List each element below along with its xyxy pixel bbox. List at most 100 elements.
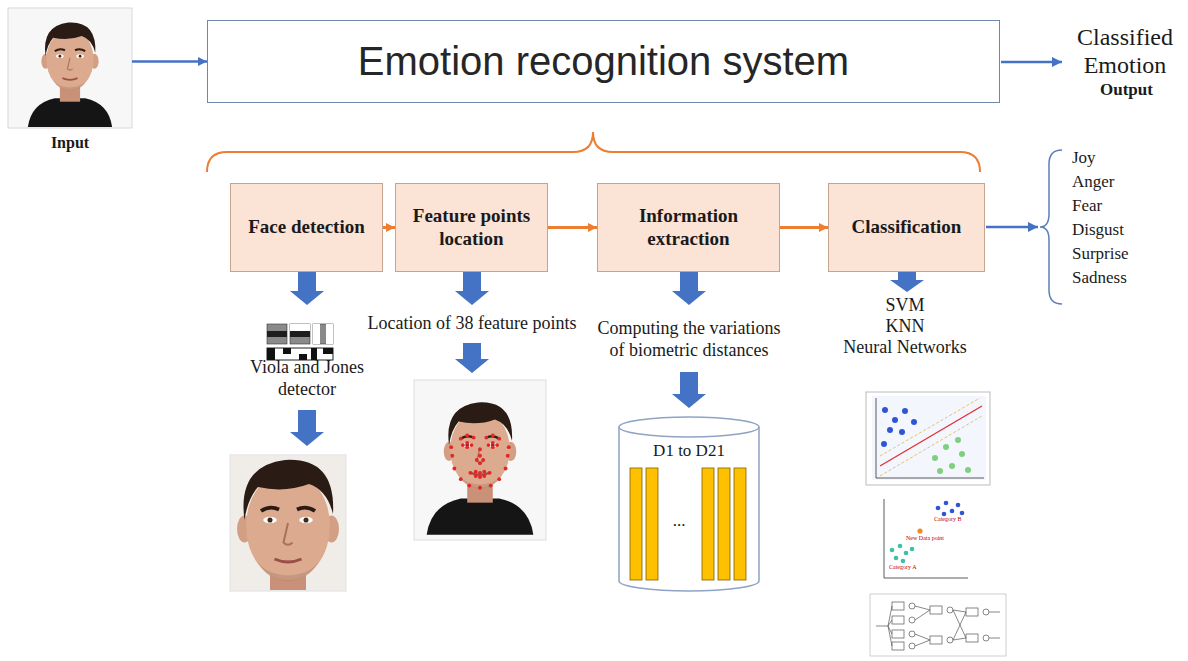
graphic-circle bbox=[450, 454, 454, 458]
graphic-rect bbox=[930, 636, 942, 644]
graphic-line bbox=[888, 626, 892, 646]
graphic-polygon bbox=[290, 410, 324, 446]
graphic-polygon bbox=[455, 272, 489, 305]
node-label: Information extraction bbox=[604, 205, 773, 251]
graphic-rect bbox=[323, 348, 333, 354]
graphic-line bbox=[876, 626, 888, 627]
cylinder-top bbox=[619, 417, 759, 437]
flow-arrow bbox=[383, 226, 395, 229]
output-label: Output bbox=[1100, 80, 1153, 100]
graphic-line bbox=[876, 398, 877, 478]
graphic-circle bbox=[459, 437, 463, 441]
graphic-rect bbox=[892, 642, 904, 650]
graphic-g bbox=[932, 437, 971, 474]
graphic-rect bbox=[966, 634, 978, 642]
node-label: Face detection bbox=[248, 216, 365, 239]
graphic-line bbox=[989, 612, 1000, 613]
landmark-face-frame bbox=[414, 380, 546, 540]
node-label: Emotion recognition system bbox=[358, 39, 849, 84]
graphic-circle bbox=[449, 445, 453, 449]
graphic-use bbox=[213, 460, 363, 646]
input-photo: Input bbox=[8, 8, 132, 152]
graphic-polygon bbox=[290, 272, 324, 305]
classifier-name: KNN bbox=[825, 316, 985, 338]
graphic-circle bbox=[465, 434, 469, 438]
method-caption: Location of 38 feature points bbox=[352, 313, 592, 335]
plot-label: New Data point bbox=[906, 535, 944, 541]
graphic-line bbox=[953, 610, 966, 612]
graphic-circle bbox=[937, 468, 943, 474]
graphic-circle bbox=[468, 471, 472, 475]
graphic-polygon bbox=[890, 272, 924, 292]
graphic-circle bbox=[474, 470, 478, 474]
graphic-g bbox=[936, 501, 965, 517]
graphic-circle bbox=[909, 643, 915, 649]
graphic-circle bbox=[911, 419, 917, 425]
flow-arrow bbox=[132, 60, 207, 63]
graphic-circle bbox=[484, 436, 488, 440]
graphic-circle bbox=[898, 544, 903, 549]
graphic-circle bbox=[949, 463, 955, 469]
graphic-circle bbox=[932, 455, 938, 461]
graphic-line bbox=[888, 620, 892, 626]
graphic-circle bbox=[909, 631, 915, 637]
plot-label: Category B bbox=[934, 516, 962, 522]
graphic-line bbox=[880, 398, 980, 456]
emotion-class: Disgust bbox=[1072, 220, 1124, 240]
database-cylinder: D1 to D21... bbox=[618, 416, 760, 592]
graphic-line bbox=[884, 578, 968, 579]
graphic-rect bbox=[313, 324, 333, 344]
emotion-class: Anger bbox=[1072, 172, 1114, 192]
graphic-g bbox=[890, 544, 915, 564]
graphic-line bbox=[876, 478, 984, 479]
process-box: Face detection bbox=[230, 183, 383, 272]
feature-bar bbox=[702, 468, 714, 580]
graphic-rect bbox=[283, 348, 291, 354]
graphic-circle bbox=[955, 437, 961, 443]
graphic-circle bbox=[943, 444, 949, 450]
flow-arrow bbox=[780, 226, 828, 229]
graphic-line bbox=[915, 610, 930, 620]
graphic-rect bbox=[866, 392, 990, 485]
graphic-rect bbox=[892, 616, 904, 624]
graphic-rect bbox=[313, 324, 320, 344]
graphic-circle bbox=[488, 471, 492, 475]
graphic-line bbox=[884, 499, 885, 578]
haar-features-icon bbox=[267, 324, 333, 360]
graphic-circle bbox=[474, 474, 478, 478]
feature-bar bbox=[646, 468, 658, 580]
graphic-circle bbox=[478, 447, 482, 451]
graphic-line bbox=[989, 638, 1000, 639]
graphic-polygon bbox=[672, 272, 706, 305]
graphic-line bbox=[915, 640, 930, 646]
graphic-rect bbox=[870, 594, 1006, 656]
graphic-circle bbox=[472, 436, 476, 440]
graphic-circle bbox=[459, 477, 463, 481]
graphic-circle bbox=[478, 471, 482, 475]
graphic-circle bbox=[909, 603, 915, 609]
feature-bar bbox=[734, 468, 746, 580]
knn-plot bbox=[884, 499, 968, 578]
graphic-rect bbox=[326, 324, 333, 344]
graphic-circle bbox=[452, 467, 456, 471]
graphic-circle bbox=[965, 467, 971, 473]
flow-arrow bbox=[548, 226, 597, 229]
graphic-line bbox=[880, 406, 982, 466]
graphic-circle bbox=[461, 443, 465, 447]
svm-plot bbox=[866, 392, 990, 485]
graphic-rect bbox=[892, 602, 904, 610]
graphic-circle bbox=[478, 486, 482, 490]
graphic-g bbox=[449, 434, 510, 490]
graphic-line bbox=[915, 606, 930, 610]
method-caption: Viola and Jones detector bbox=[237, 357, 377, 400]
graphic-g bbox=[881, 407, 917, 447]
graphic-circle bbox=[491, 441, 495, 445]
graphic-circle bbox=[497, 477, 501, 481]
curly-brace bbox=[207, 132, 980, 172]
graphic-circle bbox=[892, 417, 898, 423]
emotion-class: Sadness bbox=[1072, 268, 1127, 288]
graphic-circle bbox=[487, 443, 491, 447]
graphic-circle bbox=[491, 434, 495, 438]
graphic-circle bbox=[942, 512, 947, 517]
